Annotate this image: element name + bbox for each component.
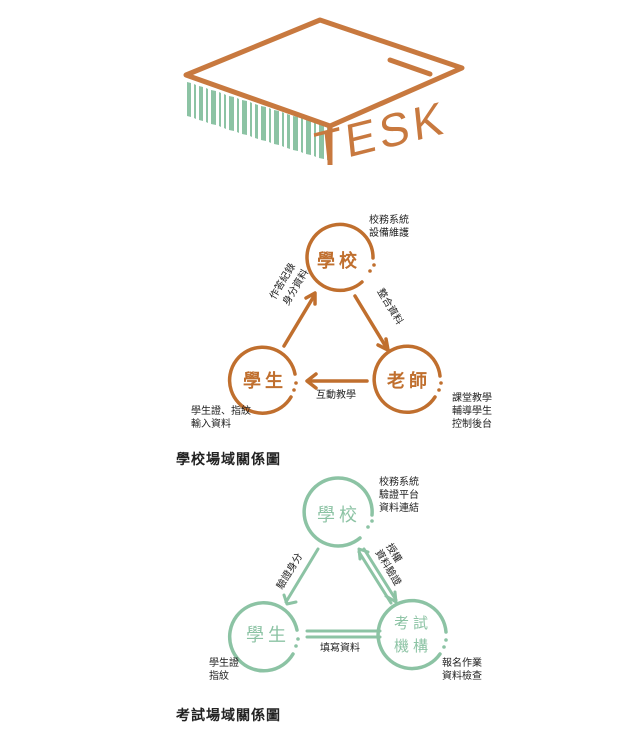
edge-student-to-school	[282, 291, 317, 348]
school-note-line: 校務系統	[379, 475, 419, 488]
student-node-label: 學生	[246, 625, 290, 646]
student-node-label: 學生	[243, 370, 287, 392]
school-node-dot	[372, 263, 376, 267]
student-node-dot	[294, 644, 298, 648]
edge-teacher-to-student	[305, 372, 369, 390]
edge-bottom-label: 互動教學	[316, 388, 356, 401]
student-node-dot	[294, 381, 298, 385]
exam-agency-node-label: 機構	[394, 637, 432, 655]
tesk-logo: TESK	[183, 17, 465, 175]
school-node-circle	[305, 222, 375, 293]
teacher-node-label: 老師	[387, 370, 431, 392]
exam-agency-note-line: 報名作業	[442, 656, 482, 669]
exam-diagram: 學校 學生 考試 機構 校務系統 驗證平台 資料連結 學生證 指紋 報名作業 資…	[209, 475, 482, 682]
student-node-dot	[296, 637, 300, 641]
student-node-dot	[292, 388, 296, 392]
school-note-line: 驗證平台	[379, 488, 419, 501]
school-note-line: 設備維護	[369, 226, 409, 239]
student-note-line: 指紋	[209, 669, 229, 682]
logo-box-outline	[183, 17, 465, 165]
exam-agency-node-circle	[376, 598, 448, 671]
student-note-line: 學生證	[209, 656, 239, 669]
exam-diagram-caption: 考試場域關係圖	[176, 708, 281, 724]
teacher-note-line: 控制後台	[452, 417, 492, 430]
edge-school-to-teacher	[353, 294, 390, 352]
school-note-line: 校務系統	[369, 213, 409, 226]
school-node-dot	[368, 269, 372, 273]
edge-school-student	[282, 547, 320, 606]
exam-agency-node-label: 考試	[394, 614, 432, 632]
school-node-dot	[366, 525, 370, 529]
exam-agency-note-line: 資料檢查	[442, 669, 482, 682]
teacher-node-dot	[437, 388, 441, 392]
school-diagram: 學校 學生 老師 校務系統 設備維護 學生證、指紋 輸入資料 課堂教學 輔導學生…	[191, 213, 492, 430]
edge-school-exam-agency	[357, 547, 398, 605]
logo-barcode-stripes	[187, 82, 329, 161]
student-note-line: 輸入資料	[191, 417, 231, 430]
school-note-line: 資料連結	[379, 501, 419, 514]
teacher-node-dot	[439, 381, 443, 385]
school-node-label: 學校	[317, 250, 361, 272]
teacher-note-line: 課堂教學	[452, 391, 492, 404]
exam-agency-node-dot	[442, 645, 446, 649]
edge-bottom-label: 填寫資料	[320, 641, 360, 654]
student-node-circle	[227, 601, 299, 673]
school-node-circle	[302, 476, 374, 548]
school-node-label: 學校	[317, 505, 361, 526]
school-diagram-caption: 學校場域關係圖	[176, 452, 281, 468]
teacher-note-line: 輔導學生	[452, 404, 492, 417]
edge-left-label: 驗證身分	[273, 551, 305, 592]
student-note-line: 學生證、指紋	[191, 404, 251, 417]
student-node-circle	[227, 345, 297, 415]
teacher-node-circle	[372, 344, 442, 415]
school-node-dot	[370, 519, 374, 523]
edge-student-exam-agency	[305, 629, 382, 639]
exam-agency-node-dot	[444, 638, 448, 642]
edge-right-label: 整合資料	[374, 286, 406, 327]
